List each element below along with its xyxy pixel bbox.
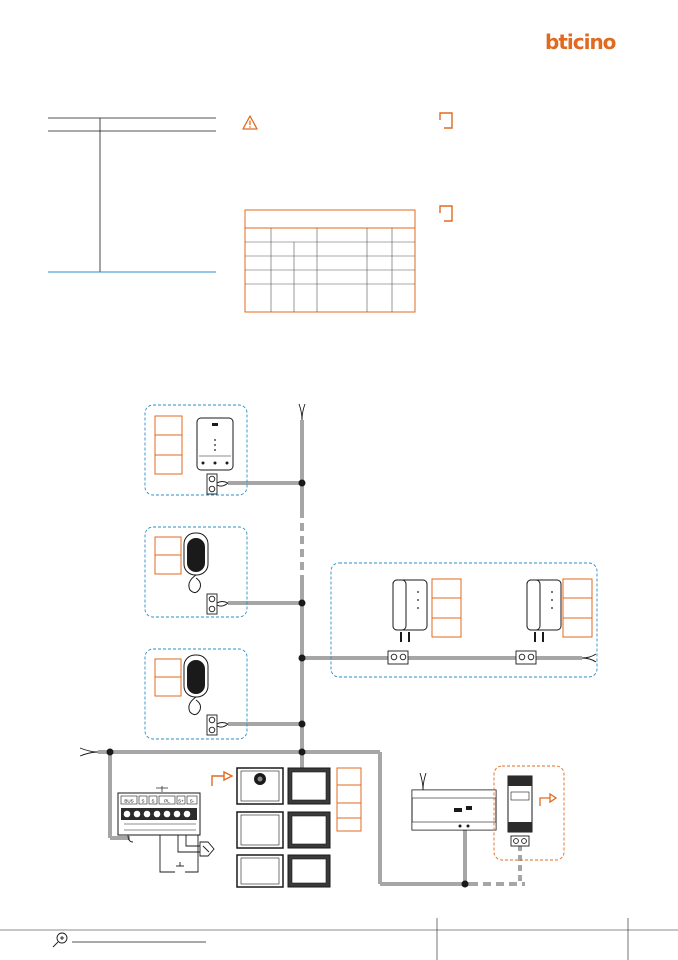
terminal-block-icon [206, 473, 229, 495]
wall-handset-a [392, 579, 428, 642]
zoom-in-icon [52, 932, 68, 948]
terminal-block-icon [387, 650, 409, 665]
terminal-block-icon [515, 650, 537, 665]
terminal-label-row: BUS S S PL S+ S- [120, 795, 198, 805]
info-table-left [48, 117, 216, 273]
cable-fork-icon [79, 747, 99, 757]
corner-bracket-icon [439, 112, 453, 129]
corner-bracket-icon [439, 205, 453, 222]
cable-fork-icon [581, 653, 597, 663]
brand-logo: bticino [545, 30, 616, 54]
device-group-right [330, 562, 598, 678]
terminal-block-icon [206, 714, 229, 736]
device-group-1 [144, 404, 248, 496]
terminal-label: S [151, 799, 154, 804]
terminal-label: BUS [124, 799, 133, 804]
device-group-3 [144, 648, 248, 740]
lock-release-icon [199, 841, 215, 857]
terminal-block-icon [206, 593, 229, 615]
terminal-label: S+ [178, 799, 184, 804]
cable-fork-icon [298, 403, 306, 421]
handsfree-unit [196, 417, 234, 471]
terminal-block-icon [510, 835, 530, 847]
orange-list-box [336, 767, 362, 832]
terminal-label: S- [190, 799, 195, 804]
device-group-2 [144, 526, 248, 618]
terminal-label: PL [164, 799, 170, 804]
footer [0, 918, 678, 960]
handset-intercom [183, 654, 209, 716]
terminal-label: S [141, 799, 144, 804]
orange-table [244, 209, 416, 313]
arrow-hook-icon [211, 770, 234, 786]
warning-icon [242, 115, 258, 130]
power-supply-unit [411, 772, 497, 831]
entrance-terminal-block: BUS S S PL S+ S- [117, 786, 215, 873]
junction-dots [106, 479, 469, 888]
arrow-hook-icon [539, 792, 558, 806]
orange-dashed-module-box [493, 765, 565, 861]
wall-handset-b [526, 579, 562, 642]
handset-intercom [183, 532, 209, 594]
entrance-panel-modules [236, 767, 331, 888]
